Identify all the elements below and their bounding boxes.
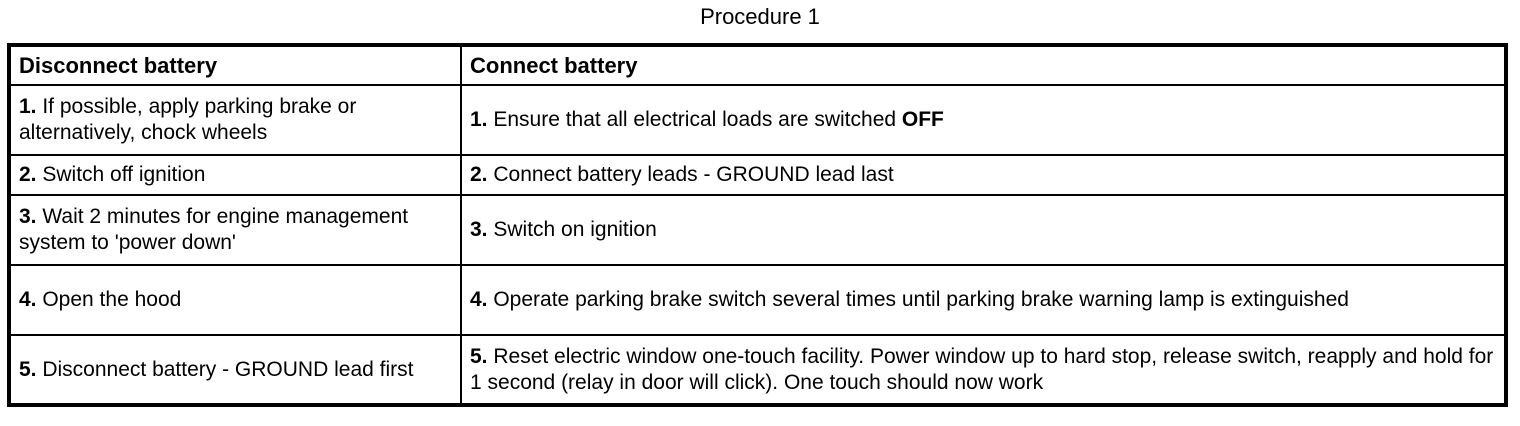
step-cell: 1. If possible, apply parking brake or a… bbox=[8, 84, 462, 156]
table-row: 2. Switch off ignition 2. Connect batter… bbox=[8, 154, 1507, 196]
procedure-table: Disconnect battery Connect battery 1. If… bbox=[7, 43, 1508, 407]
step-number: 1. bbox=[470, 108, 488, 131]
step-text: Open the hood bbox=[36, 288, 182, 311]
step-text: If possible, apply parking brake or alte… bbox=[19, 95, 357, 144]
header-row: Disconnect battery Connect battery bbox=[8, 44, 1507, 86]
step-cell: 4. Operate parking brake switch several … bbox=[460, 264, 1507, 336]
step-cell: 5. Disconnect battery - GROUND lead firs… bbox=[8, 334, 462, 406]
step-cell: 1. Ensure that all electrical loads are … bbox=[460, 84, 1507, 156]
step-number: 3. bbox=[470, 218, 488, 241]
table-row: 1. If possible, apply parking brake or a… bbox=[8, 84, 1507, 156]
step-bold-text: OFF bbox=[901, 108, 944, 131]
step-cell: 2. Switch off ignition bbox=[8, 154, 462, 196]
step-text: Switch off ignition bbox=[36, 163, 206, 186]
step-cell: 2. Connect battery leads - GROUND lead l… bbox=[460, 154, 1507, 196]
step-text: Connect battery leads - GROUND lead last bbox=[487, 163, 894, 186]
column-header-disconnect: Disconnect battery bbox=[8, 44, 462, 86]
page-title: Procedure 1 bbox=[700, 4, 820, 29]
step-text: Switch on ignition bbox=[487, 218, 657, 241]
step-number: 4. bbox=[470, 288, 488, 311]
table-row: 5. Disconnect battery - GROUND lead firs… bbox=[8, 334, 1507, 406]
step-text: Ensure that all electrical loads are swi… bbox=[487, 108, 902, 131]
step-number: 2. bbox=[19, 163, 37, 186]
table-row: 3. Wait 2 minutes for engine management … bbox=[8, 194, 1507, 266]
step-cell: 3. Wait 2 minutes for engine management … bbox=[8, 194, 462, 266]
step-number: 3. bbox=[19, 205, 37, 228]
step-text: Wait 2 minutes for engine management sys… bbox=[19, 205, 409, 254]
step-number: 4. bbox=[19, 288, 37, 311]
table-row: 4. Open the hood 4. Operate parking brak… bbox=[8, 264, 1507, 336]
step-number: 5. bbox=[470, 344, 488, 368]
step-cell: 4. Open the hood bbox=[8, 264, 462, 336]
step-cell: 5. Reset electric window one-touch facil… bbox=[460, 334, 1507, 406]
step-number: 2. bbox=[470, 163, 488, 186]
column-header-connect: Connect battery bbox=[460, 44, 1507, 86]
step-cell: 3. Switch on ignition bbox=[460, 194, 1507, 266]
step-text: Reset electric window one-touch facility… bbox=[470, 344, 1494, 394]
step-number: 5. bbox=[19, 357, 37, 381]
step-number: 1. bbox=[19, 95, 37, 118]
step-text: Operate parking brake switch several tim… bbox=[487, 288, 1349, 311]
step-text: Disconnect battery - GROUND lead first bbox=[36, 357, 414, 381]
